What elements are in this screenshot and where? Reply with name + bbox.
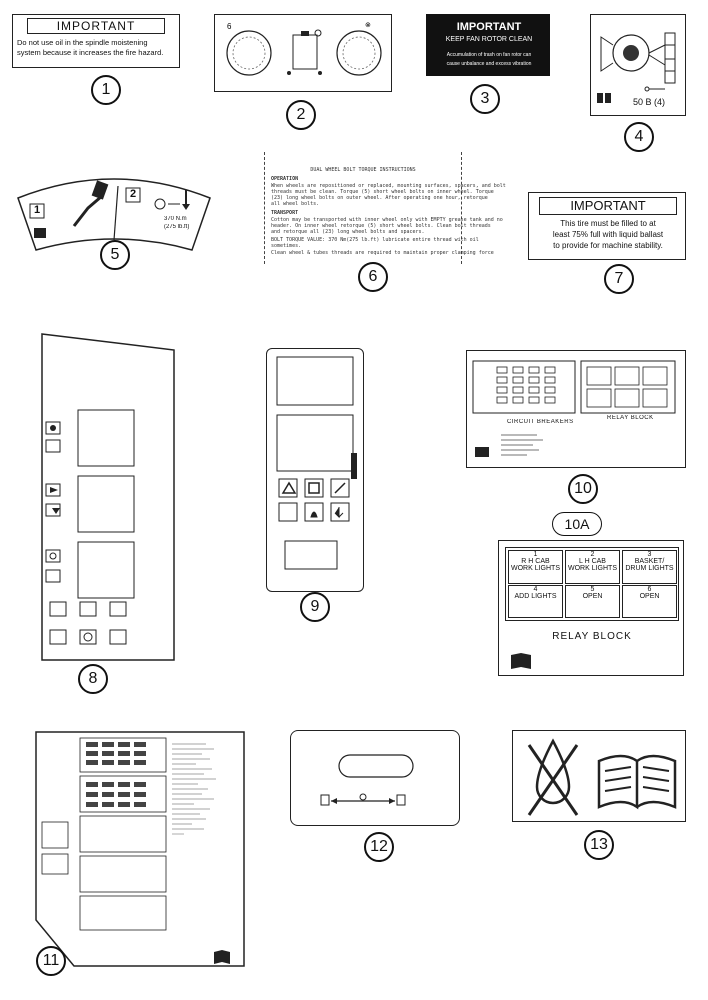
- decal-5-step-1: 1: [34, 204, 41, 216]
- decal-12-layout: [320, 754, 414, 806]
- decal-10a-footer: RELAY BLOCK: [552, 631, 632, 642]
- decal-5-shape: [17, 178, 211, 251]
- callout-12: 12: [364, 832, 394, 862]
- decal-2-gauge-panel: 6 ⊗: [214, 14, 392, 92]
- callout-8: 8: [78, 664, 108, 694]
- decal-8-switch-panel: [36, 330, 178, 664]
- decal-10a-relay-block: 1 R H CAB WORK LIGHTS 2 L H CAB WORK LIG…: [498, 540, 684, 676]
- decal-7-line-2: least 75% full with liquid ballast: [552, 230, 664, 239]
- relay-2-num: 2: [590, 551, 595, 558]
- relay-3-num: 3: [647, 551, 652, 558]
- decal-5-fan-torque: 1 2 370 N.m (275 lb.ft): [14, 168, 214, 252]
- relay-4-num: 4: [533, 586, 538, 593]
- callout-7: 7: [604, 264, 634, 294]
- relay-cell-2: 2 L H CAB WORK LIGHTS: [565, 550, 620, 584]
- callout-10: 10: [568, 474, 598, 504]
- decal-13-no-fluid-read-manual: [512, 730, 686, 822]
- decal-1-line-1: Do not use oil in the spindle moistening: [17, 38, 148, 47]
- callout-1: 1: [91, 75, 121, 105]
- decal-6-transport-heading: TRANSPORT: [271, 210, 299, 216]
- decal-5-torque: 370 N.m: [164, 216, 187, 222]
- relay-2-line-1: L H CAB: [579, 558, 606, 565]
- decal-1-header: IMPORTANT: [27, 18, 165, 34]
- decal-11-layout: [35, 731, 245, 967]
- relay-cell-4: 4 ADD LIGHTS: [508, 585, 563, 618]
- decal-3-line-2: cause unbalance and excess vibration: [446, 61, 532, 67]
- relay-1-line-2: WORK LIGHTS: [510, 565, 560, 572]
- decal-6-op-line-3: (23) long wheel bolts on outer wheel. Af…: [271, 195, 488, 201]
- decal-6-tr-line-3: and retorque all (23) long wheel bolts a…: [271, 229, 425, 235]
- relay-1-num: 1: [533, 551, 538, 558]
- callout-2: 2: [286, 100, 316, 130]
- decal-1-important-spindle: IMPORTANT Do not use oil in the spindle …: [12, 14, 180, 68]
- decal-6-torque-line: BOLT TORQUE VALUE: 370 Nm(275 lb.ft) lub…: [271, 237, 479, 243]
- relay-3-line-1: BASKET/: [634, 558, 665, 565]
- callout-13: 13: [584, 830, 614, 860]
- decal-6-tr-line-1: Cotton may be transported with inner whe…: [271, 217, 503, 223]
- decal-6-title: DUAL WHEEL BOLT TORQUE INSTRUCTIONS: [310, 167, 416, 173]
- decal-7-tire-ballast: IMPORTANT This tire must be filled to at…: [528, 192, 686, 260]
- decal-3-subheader: KEEP FAN ROTOR CLEAN: [445, 36, 533, 43]
- decal-2-gauges: 6 ⊗: [226, 22, 382, 76]
- decal-5-step-2: 2: [130, 188, 137, 200]
- decal-5-torque-ft: (275 lb.ft): [164, 224, 190, 230]
- relay-6-line-1: OPEN: [639, 593, 660, 600]
- decal-6-note-1: sometimes.: [271, 243, 302, 249]
- decal-10-section-1: CIRCUIT BREAKERS: [507, 419, 574, 425]
- callout-6: 6: [358, 262, 388, 292]
- decal-6-wheel-bolt-instructions: DUAL WHEEL BOLT TORQUE INSTRUCTIONS OPER…: [264, 152, 506, 264]
- relay-5-num: 5: [590, 586, 595, 593]
- decal-11-fuse-panel: [34, 730, 246, 968]
- relay-6-num: 6: [647, 586, 652, 593]
- relay-cell-6: 6 OPEN: [622, 585, 677, 618]
- relay-4-line-1: ADD LIGHTS: [514, 593, 557, 600]
- decal-6-tr-line-2: header. On inner wheel retorque (5) shor…: [271, 223, 491, 229]
- decal-6-op-line-2: threads must be clean. Torque (5) short …: [271, 189, 494, 195]
- relay-2-line-2: WORK LIGHTS: [567, 565, 617, 572]
- callout-5: 5: [100, 240, 130, 270]
- relay-5-line-1: OPEN: [582, 593, 603, 600]
- svg-text:⊗: ⊗: [365, 22, 371, 29]
- decal-1-line-2: system because it increases the fire haz…: [17, 48, 164, 57]
- decal-10-layout: [472, 360, 676, 457]
- decal-10-section-2: RELAY BLOCK: [607, 415, 654, 421]
- decal-12-slot-indicator: [290, 730, 460, 826]
- relay-cell-5: 5 OPEN: [565, 585, 620, 618]
- relay-1-line-1: R H CAB: [521, 558, 550, 565]
- callout-3: 3: [470, 84, 500, 114]
- decal-4-bolt-diagram: 50 B (4): [590, 14, 686, 116]
- decal-9-control-panel: [266, 348, 364, 592]
- callout-9: 9: [300, 592, 330, 622]
- decal-9-layout: [276, 356, 357, 570]
- decal-4-label: 50 B (4): [633, 97, 666, 107]
- callout-4: 4: [624, 122, 654, 152]
- decal-7-line-1: This tire must be filled to at: [560, 219, 656, 228]
- decal-6-op-line-4: all wheel bolts.: [271, 201, 320, 207]
- decal-10-breaker-relay-block: CIRCUIT BREAKERS RELAY BLOCK: [466, 350, 686, 468]
- callout-11: 11: [36, 946, 66, 976]
- decal-3-fan-rotor: IMPORTANT KEEP FAN ROTOR CLEAN Accumulat…: [426, 14, 550, 76]
- svg-text:6: 6: [227, 22, 232, 31]
- decal-7-header: IMPORTANT: [539, 197, 677, 215]
- decal-13-symbols: [527, 738, 677, 816]
- relay-cell-1: 1 R H CAB WORK LIGHTS: [508, 550, 563, 584]
- decal-3-header: IMPORTANT: [456, 21, 522, 33]
- decal-3-line-1: Accumulation of trash on fan rotor can: [446, 52, 532, 58]
- relay-3-line-2: DRUM LIGHTS: [625, 565, 674, 572]
- decal-6-operation-heading: OPERATION: [271, 176, 299, 182]
- decal-6-note-2: Clean wheel & tubes threads are required…: [271, 250, 494, 256]
- decal-7-line-3: to provide for machine stability.: [553, 241, 663, 250]
- decal-10a-relay-grid: 1 R H CAB WORK LIGHTS 2 L H CAB WORK LIG…: [505, 547, 679, 621]
- decal-8-shape: [41, 333, 175, 661]
- callout-10a: 10A: [552, 512, 602, 536]
- decal-4-pump-illustration: [597, 32, 676, 103]
- book-icon: [511, 653, 531, 669]
- decal-6-op-line-1: When wheels are repositioned or replaced…: [271, 183, 506, 189]
- relay-cell-3: 3 BASKET/ DRUM LIGHTS: [622, 550, 677, 584]
